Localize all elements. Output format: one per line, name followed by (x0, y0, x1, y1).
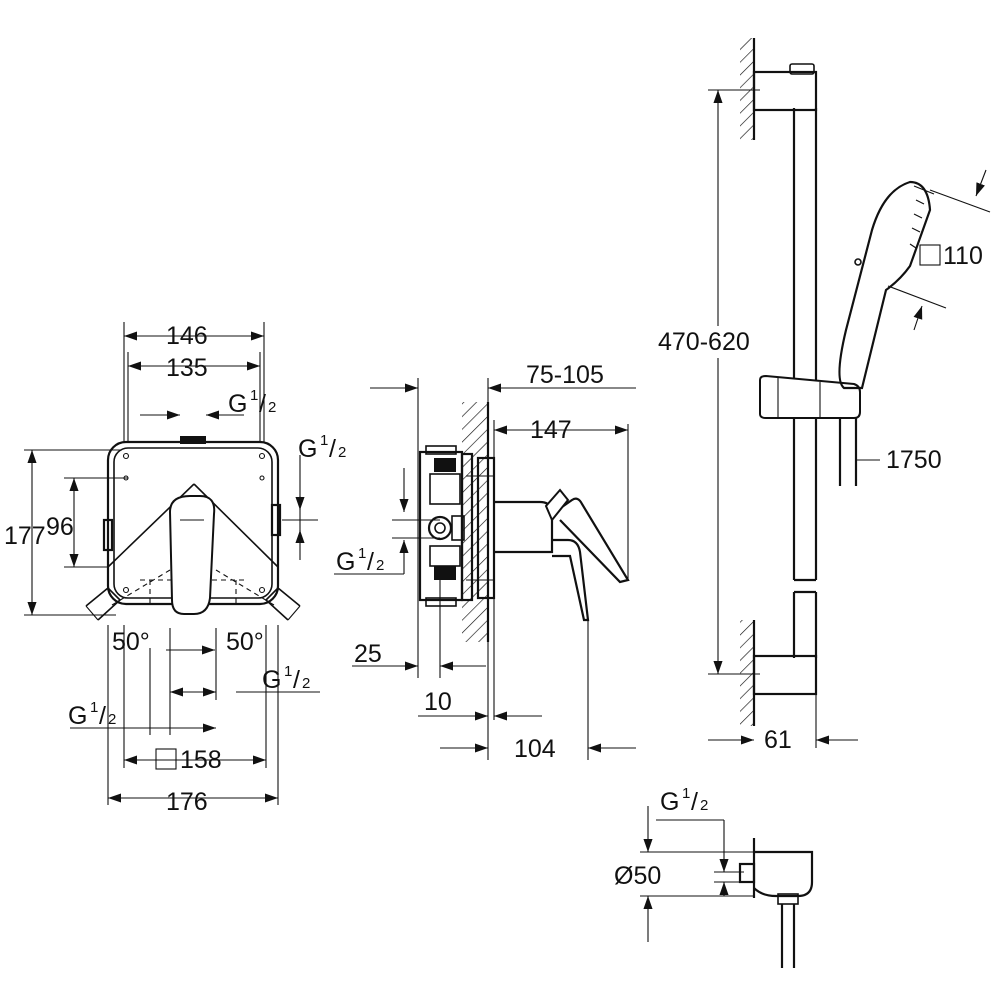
angle-right-label: 50° (226, 628, 264, 656)
square-symbol (155, 748, 177, 770)
valve-body (418, 445, 496, 607)
dim-lever-depth: 104 (514, 735, 556, 763)
wall-outlet: G 1 / 2 Ø50 (614, 785, 814, 968)
svg-text:1: 1 (358, 545, 366, 562)
dim-plate-thickness: 10 (424, 688, 452, 716)
thread-bottom-left-label: G 1 / 2 (68, 699, 116, 730)
thread-top-label: G 1 / 2 (228, 387, 276, 418)
front-view: 146 135 177 96 G 1 / 2 G 1 / 2 50° 50° G… (4, 322, 346, 816)
svg-text:G: G (228, 390, 247, 418)
lever-side (494, 488, 630, 622)
svg-text:/: / (293, 666, 300, 694)
svg-text:2: 2 (268, 399, 276, 416)
dim-plate-size: 158 (180, 746, 222, 774)
front-extension-lines (24, 322, 301, 805)
svg-text:G: G (262, 666, 281, 694)
svg-text:G: G (68, 702, 87, 730)
thread-bottom-right-label: G 1 / 2 (262, 663, 310, 694)
svg-text:2: 2 (108, 711, 116, 728)
dim-head-size: 110 (943, 242, 983, 270)
square-symbol-head (919, 244, 941, 266)
svg-text:1: 1 (90, 699, 98, 716)
dim-projection: 147 (530, 416, 572, 444)
dim-height-inner: 96 (46, 513, 74, 541)
svg-text:1: 1 (284, 663, 292, 680)
svg-text:1: 1 (682, 785, 690, 802)
wall-hatch (462, 402, 488, 642)
svg-text:2: 2 (700, 797, 708, 814)
thread-right-label: G 1 / 2 (298, 432, 346, 463)
svg-text:/: / (367, 548, 374, 576)
dim-depth-range: 75-105 (526, 361, 604, 389)
dim-wall-distance: 61 (764, 726, 792, 754)
svg-text:G: G (298, 435, 317, 463)
svg-text:G: G (660, 788, 679, 816)
mixer-housing (85, 436, 301, 621)
svg-text:/: / (329, 435, 336, 463)
dim-width-outer: 146 (166, 322, 208, 350)
svg-text:2: 2 (302, 675, 310, 692)
dim-base-width: 176 (166, 788, 208, 816)
dim-rail-height: 470-620 (658, 328, 750, 356)
svg-text:/: / (691, 788, 698, 816)
dim-width-inner: 135 (166, 354, 208, 382)
dim-hose-length: 1750 (886, 446, 942, 474)
front-dimension-lines (27, 331, 320, 803)
dim-wall-offset: 25 (354, 640, 382, 668)
shower-rail: 470-620 110 1750 (658, 38, 991, 754)
dim-outlet-diameter: Ø50 (614, 862, 661, 890)
thread-outlet-label: G 1 / 2 (660, 785, 708, 816)
svg-text:1: 1 (250, 387, 258, 404)
svg-text:/: / (259, 390, 266, 418)
svg-text:/: / (99, 702, 106, 730)
dim-height-total: 177 (4, 522, 46, 550)
svg-text:2: 2 (338, 444, 346, 461)
side-view: 75-105 147 G 1 / 2 25 10 104 (334, 361, 636, 763)
svg-text:G: G (336, 548, 355, 576)
angle-left-label: 50° (112, 628, 150, 656)
svg-text:1: 1 (320, 432, 328, 449)
thread-side-label: G 1 / 2 (336, 545, 384, 576)
svg-text:2: 2 (376, 557, 384, 574)
